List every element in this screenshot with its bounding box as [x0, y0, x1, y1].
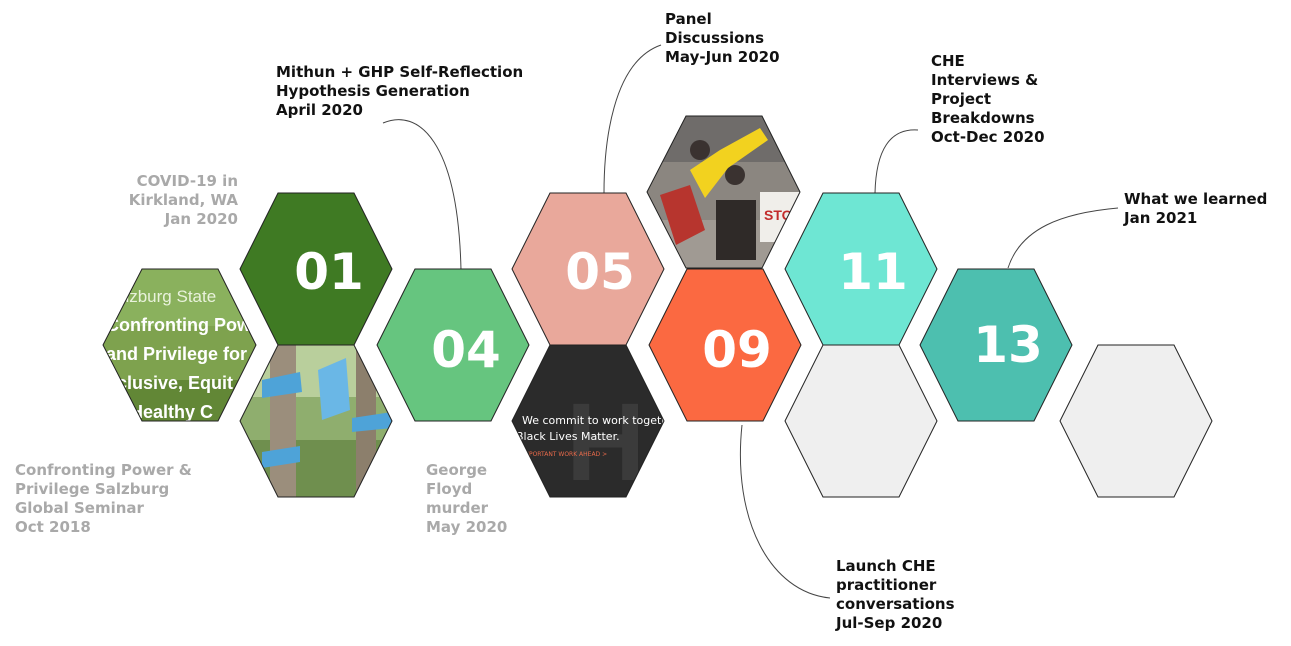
- label-covid: COVID-19 in Kirkland, WA Jan 2020: [88, 172, 238, 229]
- protest-image-hex: STO: [647, 116, 800, 268]
- label-launch-line-3: conversations: [836, 595, 955, 613]
- empty-hex-1: [784, 344, 938, 498]
- label-panel-line-3: May-Jun 2020: [665, 48, 780, 66]
- salzburg-text-1: alzburg State: [116, 287, 216, 306]
- blm-line-2: Black Lives Matter.: [516, 430, 620, 443]
- hex-01: 01: [239, 192, 393, 346]
- label-floyd-line-3: murder: [426, 499, 489, 517]
- label-che: CHE Interviews & Project Breakdowns Oct-…: [931, 52, 1045, 147]
- label-covid-line-1: COVID-19 in: [136, 172, 238, 190]
- protest-sign-text: STO: [764, 207, 793, 223]
- hex-11-number: 11: [838, 243, 908, 301]
- blm-line-3: IMPORTANT WORK AHEAD >: [522, 451, 607, 458]
- connector-che: [874, 129, 919, 194]
- label-che-line-3: Project: [931, 90, 992, 108]
- label-floyd-line-1: George: [426, 461, 488, 479]
- hex-05: 05: [511, 192, 665, 346]
- label-confronting-line-4: Oct 2018: [15, 518, 91, 536]
- label-learned-line-2: Jan 2021: [1124, 209, 1198, 227]
- label-launch-line-4: Jul-Sep 2020: [836, 614, 943, 632]
- label-covid-line-3: Jan 2020: [164, 210, 238, 228]
- label-mithun-line-3: April 2020: [276, 101, 363, 119]
- label-launch: Launch CHE practitioner conversations Ju…: [836, 557, 955, 633]
- empty-hex-2: [1059, 344, 1213, 498]
- label-mithun-line-2: Hypothesis Generation: [276, 82, 470, 100]
- label-learned: What we learned Jan 2021: [1124, 190, 1267, 228]
- label-covid-line-2: Kirkland, WA: [128, 191, 238, 209]
- label-che-line-1: CHE: [931, 52, 965, 70]
- label-confronting-line-3: Global Seminar: [15, 499, 144, 517]
- connector-launch: [739, 424, 831, 599]
- label-panel: Panel Discussions May-Jun 2020: [665, 10, 780, 67]
- hex-04-number: 04: [431, 321, 501, 379]
- label-che-line-4: Breakdowns: [931, 109, 1035, 127]
- label-panel-line-1: Panel: [665, 10, 712, 28]
- label-panel-line-2: Discussions: [665, 29, 765, 47]
- salzburg-text-4: nclusive, Equit: [106, 373, 233, 393]
- salzburg-text-5: d Healthy C: [114, 402, 213, 422]
- label-floyd-line-4: May 2020: [426, 518, 508, 536]
- label-floyd-line-2: Floyd: [426, 480, 473, 498]
- label-confronting: Confronting Power & Privilege Salzburg G…: [15, 461, 192, 537]
- trees-image-hex: [240, 345, 392, 497]
- hex-01-number: 01: [294, 243, 364, 301]
- label-che-line-5: Oct-Dec 2020: [931, 128, 1045, 146]
- hex-13: 13: [919, 268, 1073, 422]
- protest-hex-outline: [646, 115, 801, 269]
- label-mithun: Mithun + GHP Self-Reflection Hypothesis …: [276, 63, 523, 120]
- label-launch-line-2: practitioner: [836, 576, 937, 594]
- salzburg-text-3: and Privilege for: [106, 344, 247, 364]
- hex-09-number: 09: [702, 321, 772, 379]
- hex-11: 11: [784, 192, 938, 346]
- label-launch-line-1: Launch CHE: [836, 557, 936, 575]
- connector-panel: [603, 44, 662, 194]
- hex-05-number: 05: [565, 243, 635, 301]
- salzburg-image-hex: alzburg State Confronting Pow and Privil…: [103, 269, 256, 422]
- label-mithun-line-1: Mithun + GHP Self-Reflection: [276, 63, 524, 81]
- salzburg-text-2: Confronting Pow: [106, 315, 252, 335]
- blm-line-1: We commit to work together t: [522, 414, 688, 427]
- salzburg-hex-outline: [102, 268, 257, 422]
- label-learned-line-1: What we learned: [1124, 190, 1268, 208]
- hex-09: 09: [648, 268, 802, 422]
- label-floyd: George Floyd murder May 2020: [426, 461, 507, 537]
- label-che-line-2: Interviews &: [931, 71, 1039, 89]
- label-confronting-line-1: Confronting Power &: [15, 461, 192, 479]
- hex-13-number: 13: [973, 316, 1043, 374]
- connector-mithun: [382, 119, 462, 271]
- connector-learned: [1007, 207, 1119, 269]
- label-confronting-line-2: Privilege Salzburg: [15, 480, 170, 498]
- hex-04: 04: [376, 268, 530, 422]
